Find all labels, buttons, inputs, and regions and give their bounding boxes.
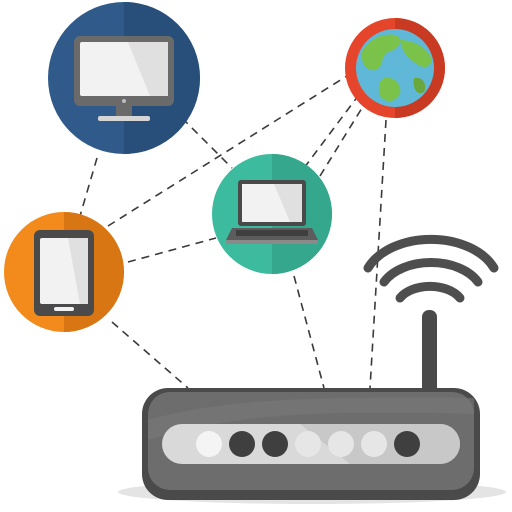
globe-node — [345, 18, 445, 118]
laptop-node — [212, 154, 332, 274]
desktop-monitor-icon — [74, 36, 174, 121]
router-node — [118, 234, 506, 504]
smartphone-icon — [34, 230, 94, 316]
connection-line — [79, 157, 98, 217]
router-led-light — [295, 431, 321, 457]
router-led-dark — [229, 431, 255, 457]
router-led-light — [361, 431, 387, 457]
globe-icon — [356, 29, 434, 107]
connection-line — [293, 275, 325, 389]
router-led-dark — [394, 431, 420, 457]
connection-line — [369, 119, 387, 389]
connection-line — [181, 117, 233, 169]
router-body-highlight — [148, 397, 474, 440]
router-led-light — [328, 431, 354, 457]
connection-line — [111, 321, 189, 389]
connection-line — [303, 95, 359, 169]
wifi-signal-icon — [363, 234, 499, 303]
router-antenna — [422, 310, 437, 404]
router-led-light — [196, 431, 222, 457]
connection-line — [127, 237, 217, 263]
connection-lines — [79, 73, 387, 389]
desktop-node — [48, 2, 200, 154]
connection-line — [107, 73, 351, 227]
phone-node — [4, 212, 124, 332]
laptop-icon — [226, 180, 318, 244]
router-leds — [196, 431, 420, 457]
router-led-dark — [262, 431, 288, 457]
